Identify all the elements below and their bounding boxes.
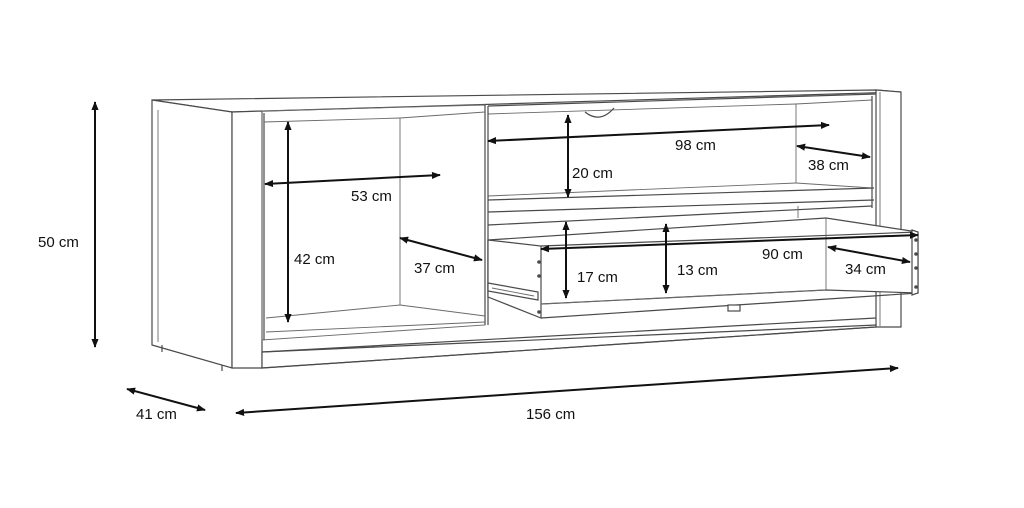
width-total-arrow [235, 364, 899, 417]
drawer-latch [727, 304, 741, 312]
depth-total-label: 41 cm [136, 406, 177, 423]
left-depth-arrow [399, 236, 483, 262]
drawer-runner [487, 282, 539, 301]
left-height-label: 42 cm [294, 251, 335, 268]
depth-total-arrow [126, 387, 206, 412]
drawer-inner-height-label: 13 cm [677, 262, 718, 279]
upper-shelf [487, 93, 877, 325]
shelf-width-label: 98 cm [675, 137, 716, 154]
front-left-post [231, 110, 263, 369]
left-width-arrow [264, 171, 441, 188]
drawer-depth-label: 34 cm [845, 261, 886, 278]
shelf-depth-arrow [796, 143, 871, 160]
drawer-width-arrow [540, 231, 919, 253]
dimension-labels: 50 cm 41 cm 156 cm 53 cm 42 cm 37 cm 98 … [38, 137, 886, 423]
drawer-depth-arrow [827, 244, 911, 265]
drawer-width-label: 90 cm [762, 246, 803, 263]
shelf-depth-label: 38 cm [808, 157, 849, 174]
cabinet-top [151, 89, 902, 113]
cabinet-body [151, 89, 902, 371]
shelf-height-label: 20 cm [572, 165, 613, 182]
drawer-front-left [487, 239, 542, 319]
left-compartment [261, 104, 486, 341]
left-width-label: 53 cm [351, 188, 392, 205]
width-total-label: 156 cm [526, 406, 575, 423]
cable-hole [584, 107, 615, 118]
left-side-panel [151, 99, 233, 369]
left-depth-label: 37 cm [414, 260, 455, 277]
shelf-width-arrow [487, 121, 830, 145]
drawer-outer-height-label: 17 cm [577, 269, 618, 286]
height-total-label: 50 cm [38, 234, 79, 251]
dimension-arrows [91, 101, 919, 417]
